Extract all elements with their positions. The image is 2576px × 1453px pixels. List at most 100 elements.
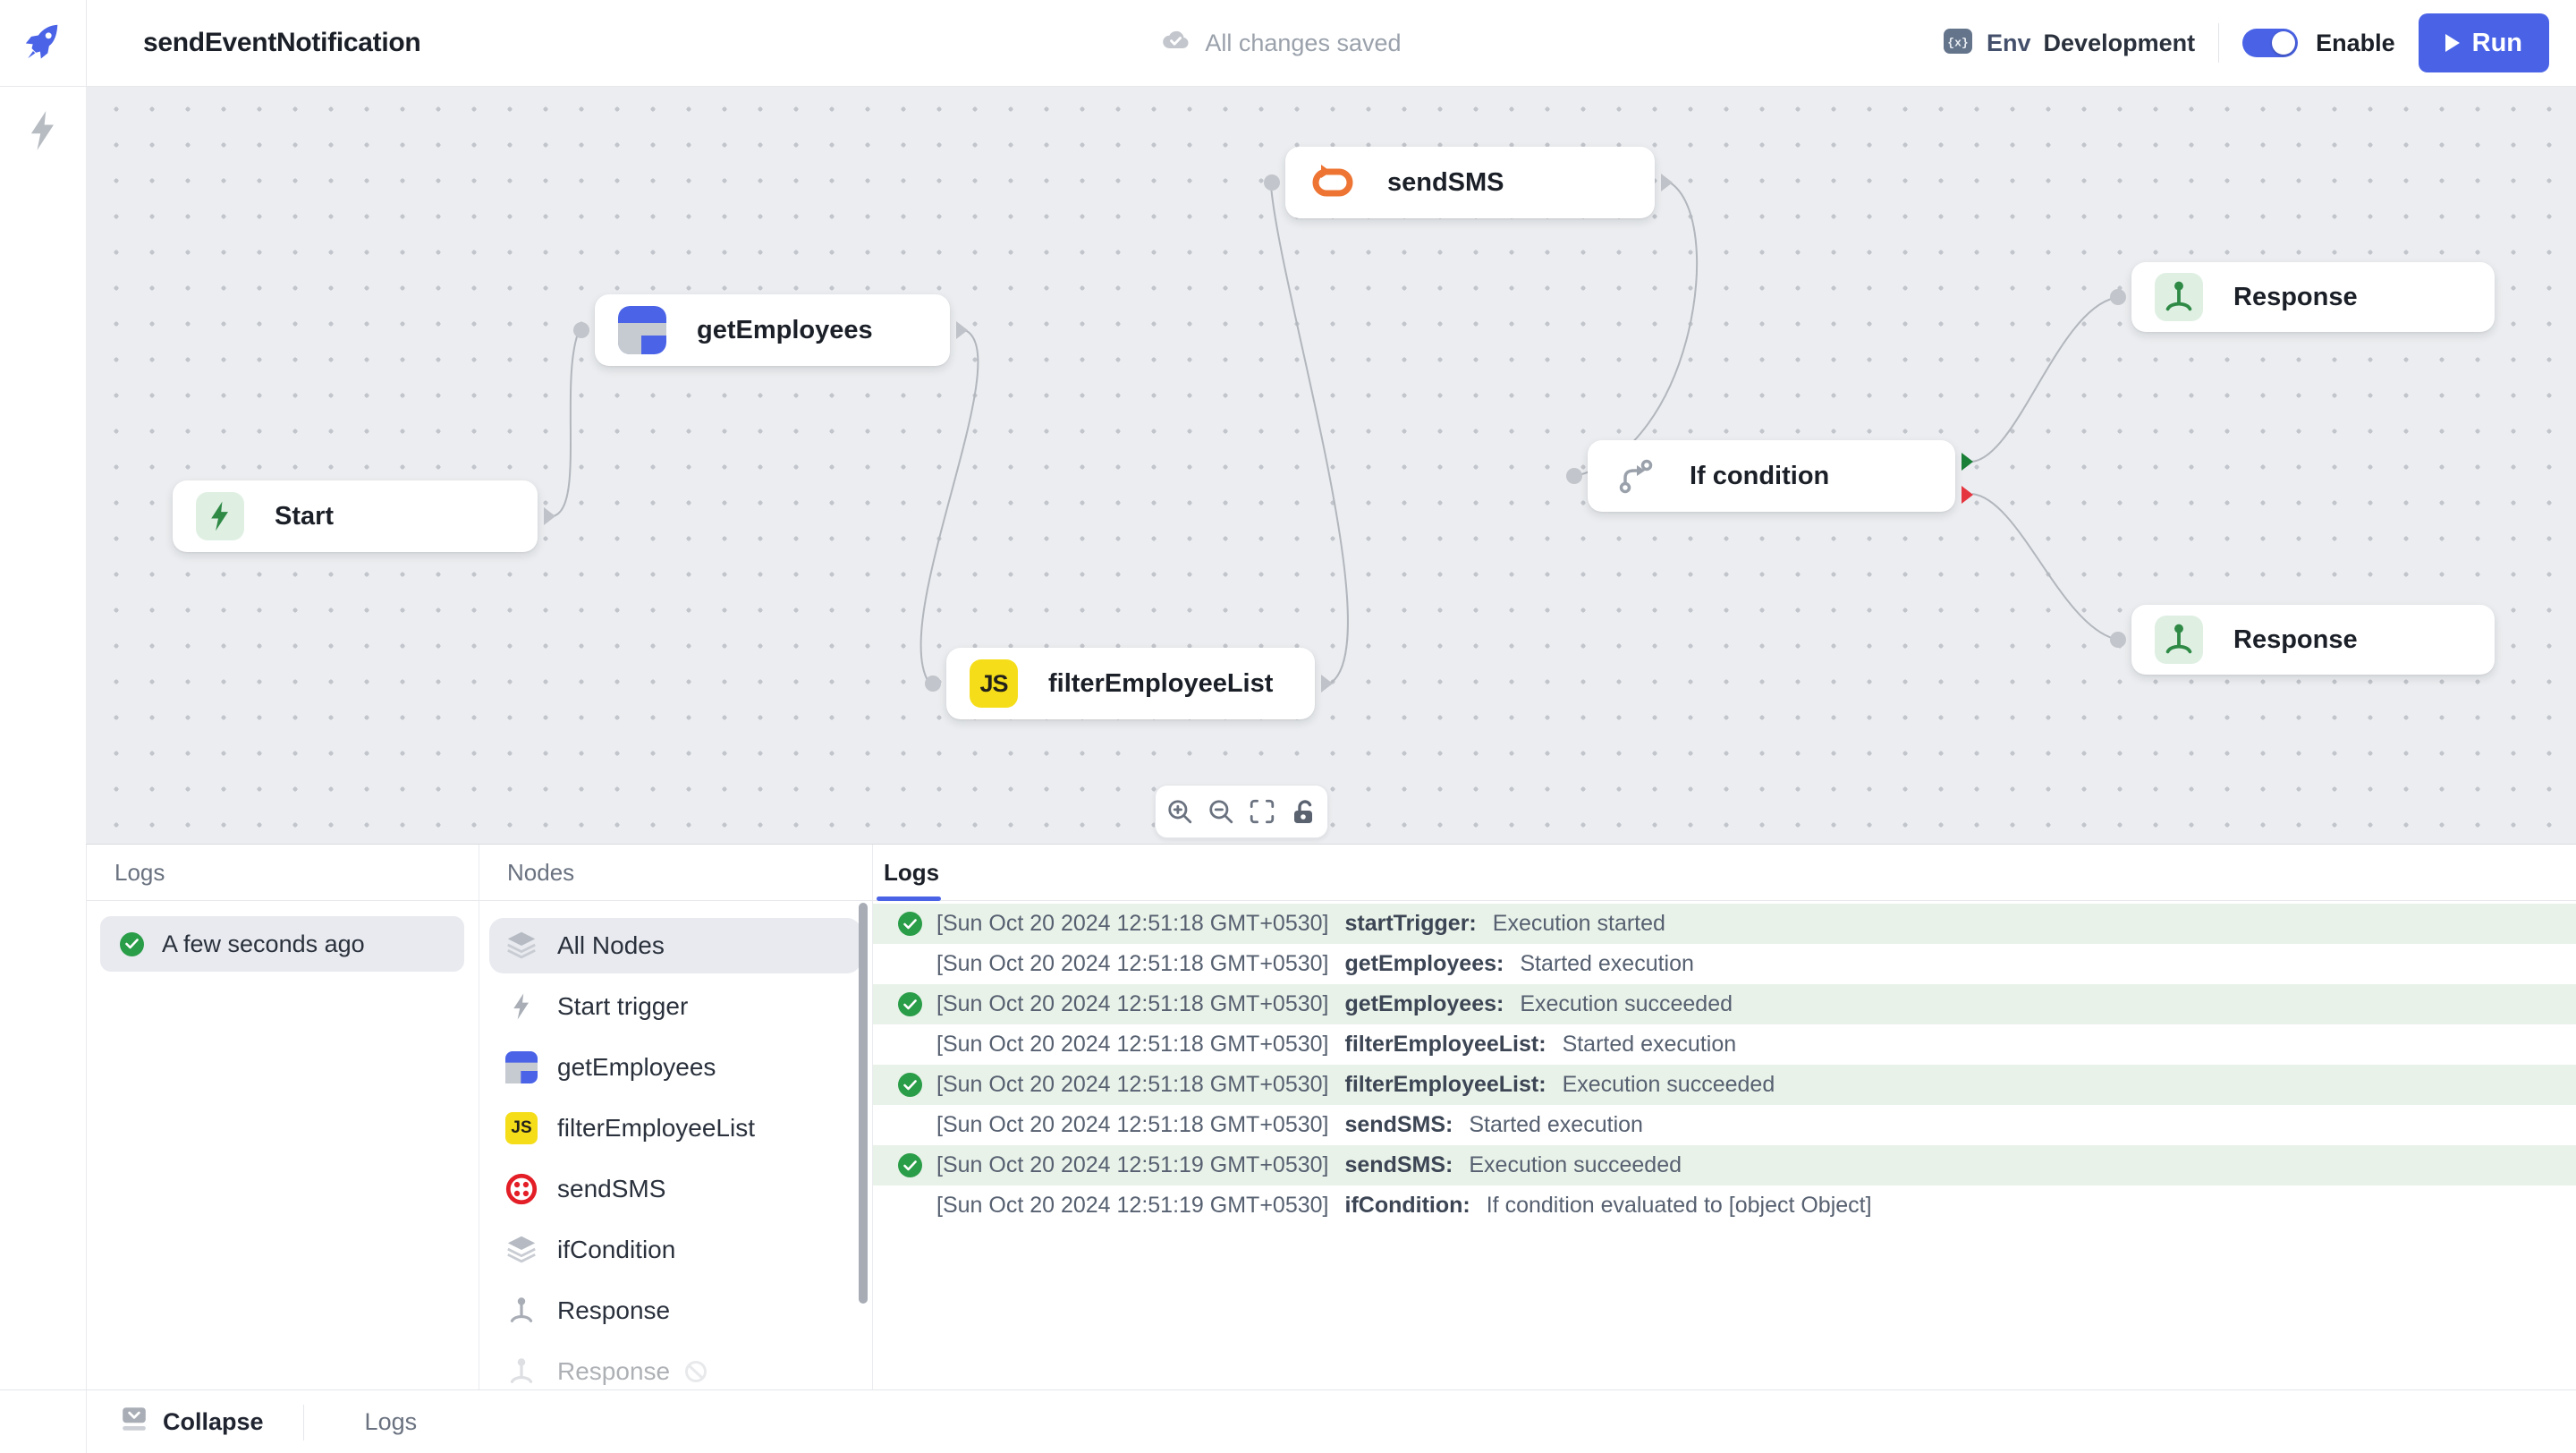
log-row[interactable]: [Sun Oct 20 2024 12:51:18 GMT+0530] star… [873,904,2576,944]
node-response-1[interactable]: Response [2110,262,2495,332]
log-row[interactable]: [Sun Oct 20 2024 12:51:19 GMT+0530] send… [873,1145,2576,1185]
node-filter-item[interactable]: getEmployees [489,1040,861,1095]
scrollbar-thumb[interactable] [859,903,868,1304]
log-node-name: startTrigger: [1344,911,1477,936]
log-node-name: sendSMS: [1344,1112,1453,1137]
log-row[interactable]: [Sun Oct 20 2024 12:51:18 GMT+0530] filt… [873,1065,2576,1105]
output-port[interactable] [1321,675,1333,693]
node-response-2[interactable]: Response [2110,605,2495,675]
topbar: sendEventNotification All changes saved … [0,0,2576,87]
node-filter-item[interactable]: ifCondition [489,1222,861,1278]
workflow-canvas[interactable]: Start getEmployees [86,86,2576,844]
output-port[interactable] [544,507,555,525]
active-tab-indicator [877,896,941,901]
log-message: Execution succeeded [1469,1152,1682,1177]
edge-start-getemployees [552,333,579,517]
nodes-scrollbar[interactable] [859,903,868,1338]
log-timestamp: [Sun Oct 20 2024 12:51:18 GMT+0530] [936,1072,1329,1097]
run-button[interactable]: Run [2418,13,2549,72]
success-check-icon [898,1153,922,1177]
milestone-icon [2155,273,2203,321]
input-port[interactable] [1566,468,1582,484]
node-filter-item[interactable]: Start trigger [489,979,861,1034]
node-label: getEmployees [697,315,873,344]
tab-logs[interactable]: Logs [884,858,940,886]
layers-icon [504,928,539,964]
log-row[interactable]: [Sun Oct 20 2024 12:51:18 GMT+0530] getE… [873,944,2576,984]
nodes-filter-list: All Nodes Start trigger getEmployees JS … [489,918,861,1390]
disabled-icon [684,1360,708,1383]
cloud-check-icon [1160,28,1191,59]
log-row[interactable]: [Sun Oct 20 2024 12:51:18 GMT+0530] getE… [873,984,2576,1024]
input-port[interactable] [2110,289,2126,305]
run-history-label: A few seconds ago [162,930,365,957]
app-logo[interactable] [0,0,87,86]
rocket-logo-icon [22,21,64,66]
log-timestamp: [Sun Oct 20 2024 12:51:19 GMT+0530] [936,1193,1329,1218]
input-port[interactable] [2110,632,2126,648]
success-check-icon [120,931,144,956]
trigger-bolt-icon[interactable] [23,109,63,157]
input-port[interactable] [925,676,941,692]
true-output-port[interactable] [1962,453,1973,471]
run-history-item[interactable]: A few seconds ago [100,916,464,972]
node-filter-item[interactable]: Response [489,1283,861,1338]
log-message: Execution succeeded [1562,1072,1775,1097]
environment-selector[interactable]: {x} Env Development [1942,26,2195,61]
log-row[interactable]: [Sun Oct 20 2024 12:51:18 GMT+0530] send… [873,1105,2576,1145]
zoom-out-icon[interactable] [1204,794,1238,828]
log-node-name: getEmployees: [1344,991,1504,1016]
input-port[interactable] [573,322,589,338]
log-node-name: filterEmployeeList: [1344,1032,1546,1057]
false-output-port[interactable] [1962,486,1973,504]
log-row[interactable]: [Sun Oct 20 2024 12:51:19 GMT+0530] ifCo… [873,1185,2576,1226]
rest-loop-orange-icon [1309,158,1357,207]
statusbar: Collapse Logs [0,1389,2576,1453]
node-getemployees[interactable]: getEmployees [573,294,968,366]
node-start[interactable]: Start [173,480,555,552]
node-ifcondition[interactable]: If condition [1566,440,1973,512]
log-message: Started execution [1469,1112,1643,1137]
node-filter-item[interactable]: JS filterEmployeeList [489,1100,861,1156]
edge-getemployees-filteremployeelist [919,329,979,683]
enable-label: Enable [2316,29,2395,56]
node-label: Response [2233,282,2358,311]
statusbar-separator [302,1404,304,1440]
input-port[interactable] [1264,174,1280,191]
milestone-icon [2155,616,2203,664]
node-filteremployeelist[interactable]: JS filterEmployeeList [925,648,1333,719]
edge-ifcondition-response-false [1971,493,2115,640]
zoom-in-icon[interactable] [1163,794,1197,828]
log-message: Execution started [1492,911,1665,936]
fit-view-icon[interactable] [1245,794,1279,828]
node-filter-item[interactable]: All Nodes [489,918,861,973]
node-label: Start [275,501,335,531]
log-node-name: ifCondition: [1344,1193,1470,1218]
node-sendsms[interactable]: sendSMS [1264,147,1673,218]
success-check-icon [898,992,922,1016]
output-port[interactable] [1661,174,1673,191]
nodes-column-header: Nodes [507,858,575,886]
log-message: Execution succeeded [1520,991,1733,1016]
log-row[interactable]: [Sun Oct 20 2024 12:51:18 GMT+0530] filt… [873,1024,2576,1065]
node-filter-item[interactable]: Response [489,1344,861,1390]
log-timestamp: [Sun Oct 20 2024 12:51:18 GMT+0530] [936,951,1329,976]
page-title: sendEventNotification [143,28,421,57]
log-message: If condition evaluated to [object Object… [1486,1193,1872,1218]
log-timestamp: [Sun Oct 20 2024 12:51:18 GMT+0530] [936,1032,1329,1057]
collapse-button[interactable]: Collapse [120,1405,264,1440]
output-port[interactable] [956,321,968,339]
milestone-icon [504,1293,539,1329]
node-filter-item[interactable]: sendSMS [489,1161,861,1217]
play-icon [2445,34,2460,52]
statusbar-logs-button[interactable]: Logs [364,1408,418,1435]
log-timestamp: [Sun Oct 20 2024 12:51:18 GMT+0530] [936,1112,1329,1137]
log-timestamp: [Sun Oct 20 2024 12:51:19 GMT+0530] [936,1152,1329,1177]
toggle-knob [2272,31,2296,55]
node-label: Response [2233,625,2358,654]
env-value: Development [2043,29,2196,56]
enable-toggle[interactable] [2242,29,2299,57]
lock-icon[interactable] [1286,794,1320,828]
postgres-table-icon [618,306,666,354]
